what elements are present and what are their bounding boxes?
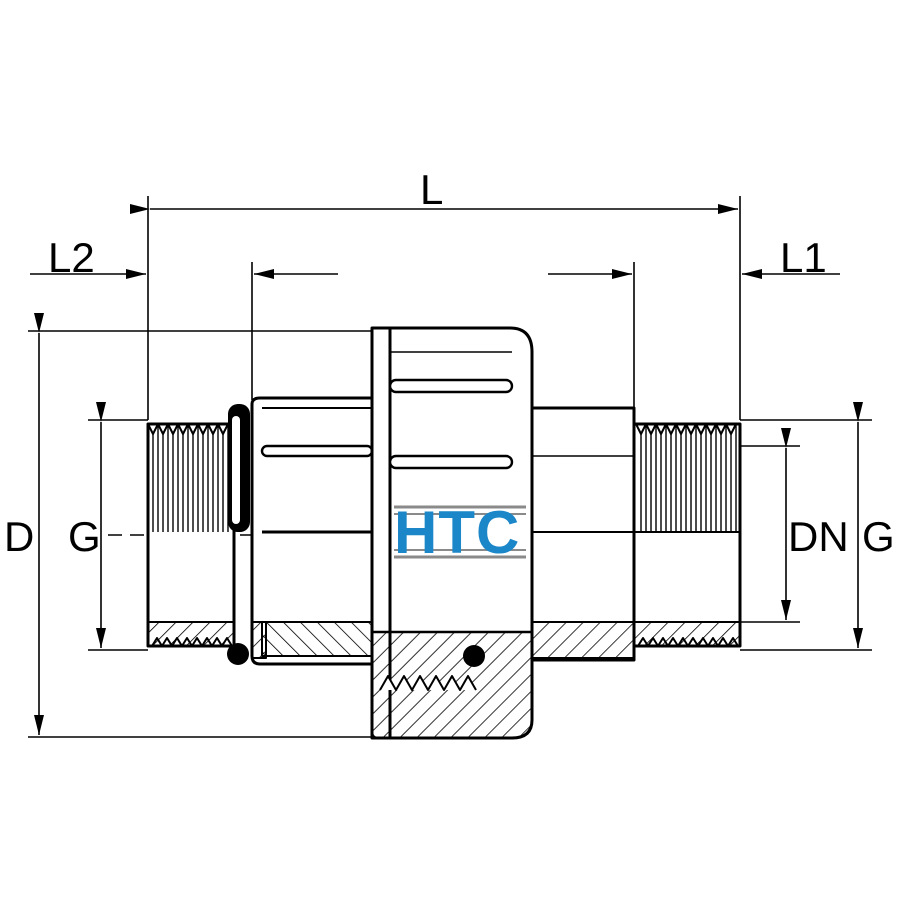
left-threaded-end [146, 422, 236, 648]
dim-label-L: L [420, 166, 443, 213]
dim-label-D: D [4, 513, 34, 560]
left-tailpiece [250, 396, 374, 666]
logo-text: HTC [394, 499, 520, 566]
dim-label-L2: L2 [48, 234, 95, 281]
right-tailpiece [530, 406, 636, 662]
center-o-ring [463, 645, 485, 667]
htc-logo: HTC [394, 499, 526, 566]
dim-label-G-right: G [862, 513, 895, 560]
dim-label-DN: DN [788, 513, 849, 560]
dim-label-L1: L1 [780, 234, 827, 281]
left-o-ring [227, 404, 250, 665]
right-threaded-end [632, 422, 742, 648]
dim-label-G-left: G [68, 513, 101, 560]
